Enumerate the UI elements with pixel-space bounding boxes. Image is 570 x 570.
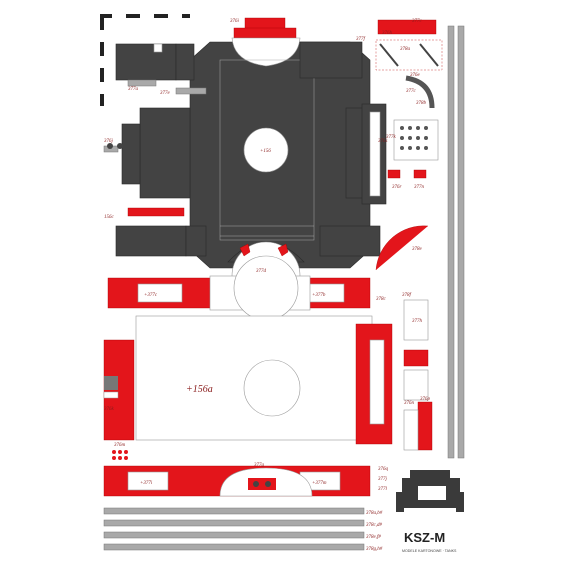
hull-top-plate xyxy=(189,37,371,269)
label-376i: 376i xyxy=(230,19,240,24)
part-377c-top xyxy=(233,17,297,39)
small-parts-left xyxy=(103,87,207,217)
label-377c: 377c xyxy=(412,19,423,24)
rail-label-a: 378a,b# xyxy=(366,511,383,516)
label-377b: +377b xyxy=(312,293,326,298)
label-377i: +377i xyxy=(140,481,153,486)
label-376n: 376n xyxy=(404,401,415,406)
logo-tank xyxy=(396,470,464,512)
label-377h: 377h xyxy=(412,319,423,324)
label-376m: 376m xyxy=(114,443,126,448)
label-376q: 376q xyxy=(378,467,389,472)
label-377f: 377f xyxy=(356,37,366,42)
lower-deck xyxy=(103,315,393,445)
label-378c: 378c xyxy=(376,297,387,302)
red-band-lower xyxy=(103,465,371,497)
label-156: +156 xyxy=(260,149,271,154)
rail-label-d: 378g,h# xyxy=(366,547,383,552)
label-377m: +377m xyxy=(312,481,327,486)
rail-label-c: 378e,f# xyxy=(366,535,381,540)
label-378a: 378a xyxy=(400,47,411,52)
label-376k: 376k xyxy=(104,407,115,412)
rails-right xyxy=(447,25,465,459)
label-377c-a: 377c xyxy=(406,89,417,94)
label-377g: 377g xyxy=(254,463,265,468)
rail-label-b: 378c,d# xyxy=(366,523,382,528)
logo-tagline: MODELE KARTONOWE · TANKS xyxy=(402,549,457,553)
label-377c-b: +377c xyxy=(144,293,158,298)
right-column-parts xyxy=(375,19,443,451)
label-378b: 378b xyxy=(416,101,427,106)
label-156a: +156a xyxy=(186,384,213,395)
right-sponson xyxy=(299,41,387,257)
label-377e: 377e xyxy=(160,91,171,96)
label-376e: 376e xyxy=(410,73,421,78)
label-377d: 377d xyxy=(256,269,267,274)
label-378e: 378e xyxy=(412,247,423,252)
label-156c: 156c xyxy=(104,215,115,220)
label-377l: 377l xyxy=(378,487,388,492)
label-377k: 377k xyxy=(386,135,397,140)
rails-bottom xyxy=(103,507,365,551)
label-377j: 377j xyxy=(378,477,388,482)
label-376j: 376j xyxy=(104,139,114,144)
label-377a: 377a xyxy=(128,87,139,92)
rivet-grid xyxy=(112,450,128,460)
label-376p: 376p xyxy=(420,397,431,402)
label-378f: 378f xyxy=(402,293,412,298)
label-376h: 376h xyxy=(382,31,393,36)
label-376s: 376s xyxy=(378,139,388,144)
label-376r: 376r xyxy=(392,185,402,190)
label-377n: 377n xyxy=(414,185,425,190)
logo-brand: KSZ-M xyxy=(404,530,445,545)
registration-mark xyxy=(100,14,190,106)
left-sponson xyxy=(115,43,207,257)
red-band-upper xyxy=(107,255,371,321)
